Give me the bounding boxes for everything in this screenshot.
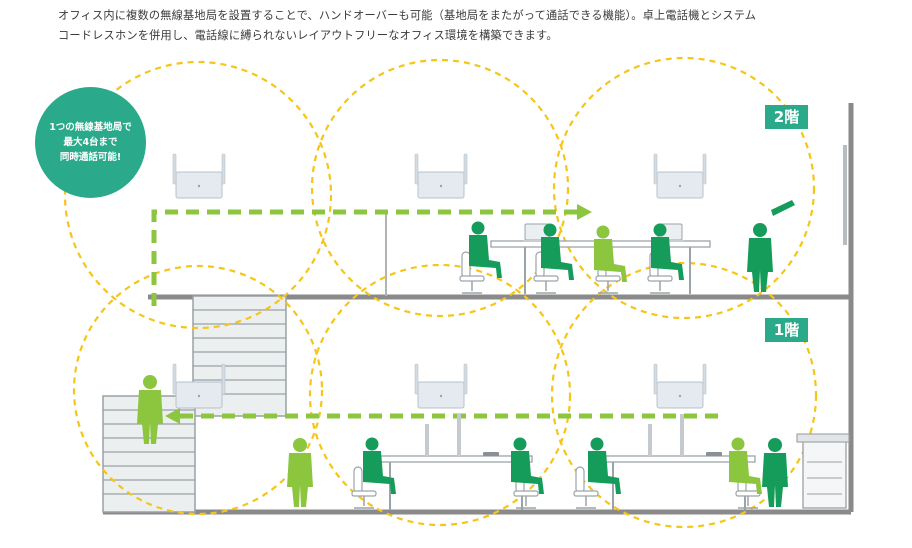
coverage-circle xyxy=(63,60,333,330)
person-icon xyxy=(588,437,621,494)
copier xyxy=(796,433,850,509)
route-arrowhead xyxy=(165,408,180,424)
coverage-circle xyxy=(552,56,816,320)
staircase xyxy=(102,295,287,513)
lower-desks xyxy=(379,414,756,510)
person-icon xyxy=(747,223,773,292)
floor-label-upper: 2階 xyxy=(765,105,808,129)
coverage-circle xyxy=(308,263,572,527)
handover-route xyxy=(151,209,718,419)
route-arrowhead xyxy=(577,204,592,220)
base-station-icon xyxy=(414,363,468,409)
intro-line-2: コードレスホンを併用し、電話線に縛られないレイアウトフリーなオフィス環境を構築で… xyxy=(58,29,558,42)
coverage-circle xyxy=(72,264,324,516)
capacity-badge: 1つの無線基地局で 最大4台まで 同時通話可能! xyxy=(35,87,146,198)
person-icon xyxy=(762,438,788,507)
person-icon xyxy=(541,223,574,280)
person-icon xyxy=(469,221,502,278)
person-icon xyxy=(363,437,396,494)
badge-line-1: 1つの無線基地局で xyxy=(49,122,132,133)
base-station-icon xyxy=(653,153,707,199)
base-station-icon xyxy=(414,153,468,199)
coverage-circles xyxy=(63,56,818,529)
badge-line-3: 同時通話可能! xyxy=(59,152,122,163)
floor-label-lower: 1階 xyxy=(765,318,808,342)
intro-text: オフィス内に複数の無線基地局を設置することで、ハンドオーバーも可能（基地局をまた… xyxy=(58,6,898,46)
badge-line-2: 最大4台まで xyxy=(63,137,118,148)
upper-people xyxy=(469,200,795,292)
door xyxy=(843,145,847,245)
coverage-circle xyxy=(310,58,570,318)
person-icon xyxy=(287,438,313,507)
intro-line-1: オフィス内に複数の無線基地局を設置することで、ハンドオーバーも可能（基地局をまた… xyxy=(58,9,757,22)
base-station-icon xyxy=(653,363,707,409)
coverage-circle xyxy=(550,261,818,529)
base-station-icon xyxy=(172,153,226,199)
